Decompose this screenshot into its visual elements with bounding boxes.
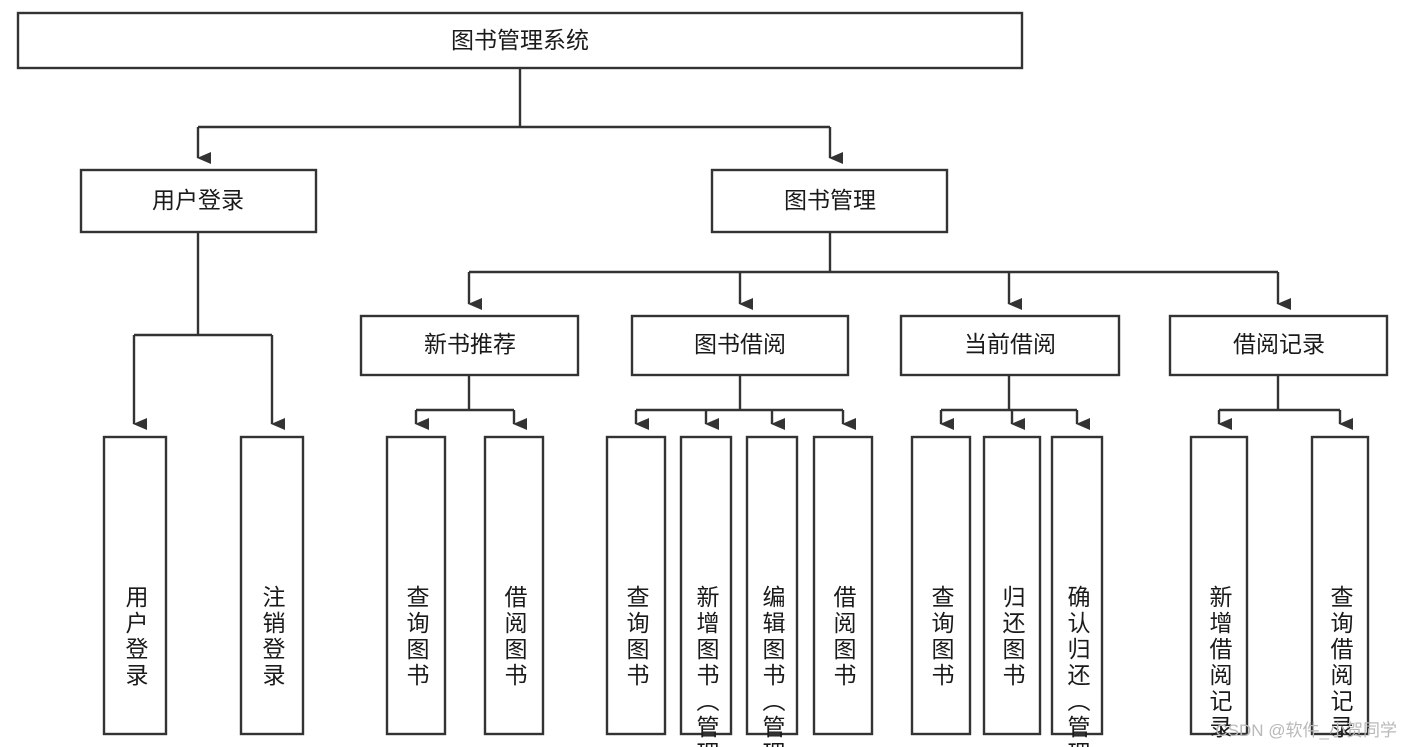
leaf-borrow-book-box[interactable] <box>812 435 874 736</box>
leaf-add-book-admin-label: 新增图书（管理员） <box>693 585 720 747</box>
leaf-query-book-recommend[interactable]: 查询图书 <box>385 435 447 736</box>
leaf-query-book-current[interactable]: 查询图书 <box>910 435 972 736</box>
leaf-add-borrow-record-label: 新增借阅记录 <box>1206 585 1233 741</box>
connector-group-records <box>1217 375 1353 430</box>
leaf-query-book-borrow[interactable]: 查询图书 <box>605 435 667 736</box>
node-new-book-recommend[interactable]: 新书推荐 <box>359 314 580 377</box>
node-book-borrow-box[interactable] <box>630 314 850 377</box>
node-root-system[interactable]: 图书管理系统 <box>16 11 1024 70</box>
node-book-borrow-label: 图书借阅 <box>694 331 786 357</box>
leaf-return-book[interactable]: 归还图书 <box>982 435 1042 736</box>
leaf-borrow-book[interactable]: 借阅图书 <box>812 435 874 736</box>
connector-group-borrow <box>634 375 856 430</box>
node-borrow-records[interactable]: 借阅记录 <box>1168 314 1389 377</box>
leaf-logout-label: 注销登录 <box>259 585 286 689</box>
leaf-add-book-admin[interactable]: 新增图书（管理员） <box>679 435 733 747</box>
leaf-confirm-return-admin-box[interactable] <box>1050 435 1104 736</box>
leaf-return-book-label: 归还图书 <box>999 585 1026 689</box>
node-current-borrow-box[interactable] <box>899 314 1121 377</box>
leaf-user-login-box[interactable] <box>102 435 168 736</box>
leaf-confirm-return-admin[interactable]: 确认归还（管理员） <box>1050 435 1104 747</box>
connector-group-root <box>196 68 843 164</box>
node-user-login-box[interactable] <box>79 168 318 234</box>
leaf-borrow-book-recommend-label: 借阅图书 <box>501 585 528 689</box>
node-book-management-label: 图书管理 <box>784 187 876 213</box>
leaf-return-book-box[interactable] <box>982 435 1042 736</box>
node-new-book-recommend-label: 新书推荐 <box>424 331 516 357</box>
leaf-add-book-admin-box[interactable] <box>679 435 733 736</box>
leaf-borrow-book-recommend-box[interactable] <box>483 435 545 736</box>
leaf-query-borrow-record[interactable]: 查询借阅记录 <box>1310 435 1370 741</box>
node-book-management[interactable]: 图书管理 <box>710 168 949 234</box>
leaf-edit-book-admin-label: 编辑图书（管理员） <box>759 585 786 747</box>
leaf-add-borrow-record[interactable]: 新增借阅记录 <box>1189 435 1249 741</box>
node-new-book-recommend-box[interactable] <box>359 314 580 377</box>
node-borrow-records-label: 借阅记录 <box>1233 331 1325 357</box>
node-book-management-box[interactable] <box>710 168 949 234</box>
node-current-borrow[interactable]: 当前借阅 <box>899 314 1121 377</box>
leaf-query-book-recommend-label: 查询图书 <box>403 585 430 689</box>
connector-group-current <box>939 375 1090 430</box>
leaf-query-book-borrow-label: 查询图书 <box>623 585 650 689</box>
node-current-borrow-label: 当前借阅 <box>964 331 1056 357</box>
leaf-query-book-current-label: 查询图书 <box>928 585 955 689</box>
leaf-edit-book-admin[interactable]: 编辑图书（管理员） <box>745 435 799 747</box>
leaf-query-book-current-box[interactable] <box>910 435 972 736</box>
node-borrow-records-box[interactable] <box>1168 314 1389 377</box>
leaf-user-login-label: 用户登录 <box>122 585 149 689</box>
leaf-query-book-borrow-box[interactable] <box>605 435 667 736</box>
node-user-login[interactable]: 用户登录 <box>79 168 318 234</box>
node-root-label: 图书管理系统 <box>451 27 589 53</box>
node-book-borrow[interactable]: 图书借阅 <box>630 314 850 377</box>
leaf-borrow-book-recommend[interactable]: 借阅图书 <box>483 435 545 736</box>
leaf-query-book-recommend-box[interactable] <box>385 435 447 736</box>
node-root-box[interactable] <box>16 11 1024 70</box>
leaf-edit-book-admin-box[interactable] <box>745 435 799 736</box>
leaf-logout-box[interactable] <box>239 435 305 736</box>
connector-group-books <box>467 232 1291 310</box>
connector-group-login <box>132 232 285 430</box>
leaf-add-borrow-record-box[interactable] <box>1189 435 1249 736</box>
node-user-login-label: 用户登录 <box>152 187 244 213</box>
leaf-confirm-return-admin-label: 确认归还（管理员） <box>1064 585 1091 747</box>
leaf-user-login[interactable]: 用户登录 <box>102 435 168 736</box>
leaf-query-borrow-record-label: 查询借阅记录 <box>1327 585 1354 741</box>
csdn-watermark: CSDN @软件_小贺同学 <box>1215 721 1397 740</box>
connector-group-newbook <box>414 375 527 430</box>
leaf-query-borrow-record-box[interactable] <box>1310 435 1370 736</box>
leaf-borrow-book-label: 借阅图书 <box>830 585 857 689</box>
leaf-logout[interactable]: 注销登录 <box>239 435 305 736</box>
